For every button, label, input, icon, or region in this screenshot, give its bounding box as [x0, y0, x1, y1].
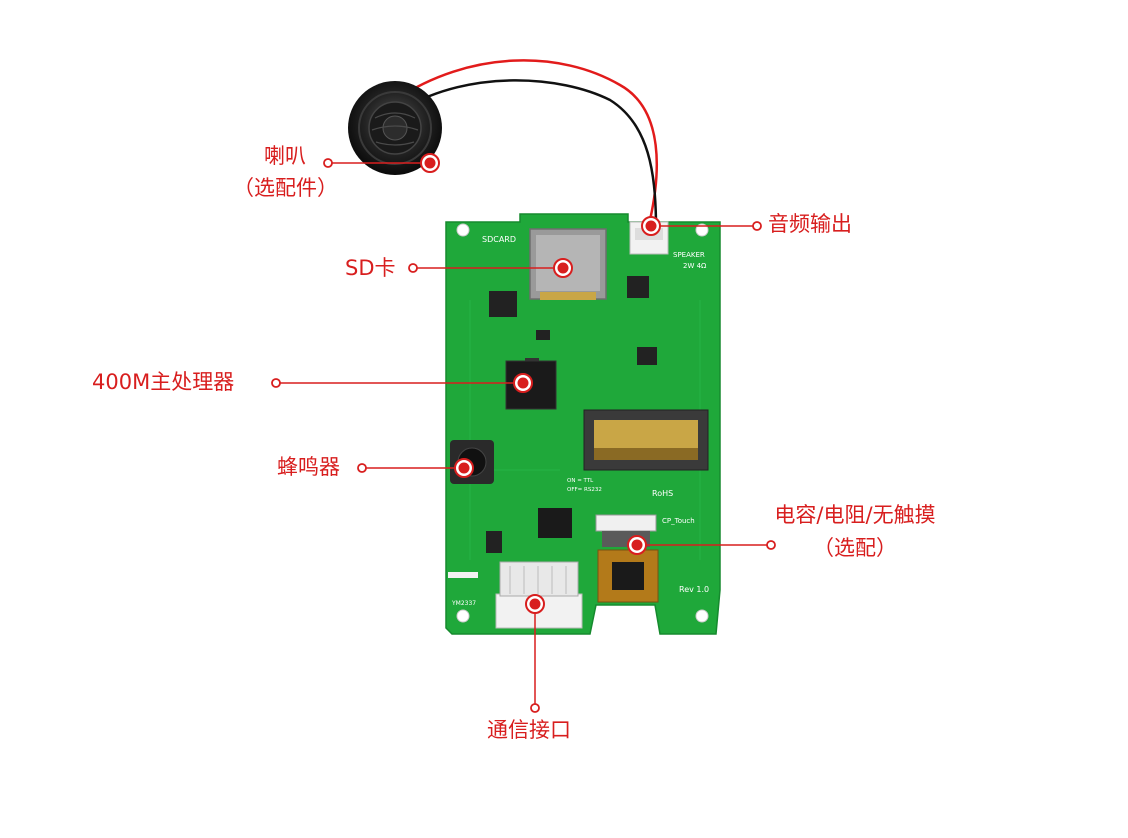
label-speaker-optional: （选配件） — [233, 176, 338, 200]
label-comm-interface: 通信接口 — [487, 718, 571, 742]
silk-cp-touch: CP_Touch — [662, 517, 695, 525]
silkscreen: SDCARD SPEAKER 2W 4Ω ON = TTL OFF= RS232… — [451, 235, 709, 607]
label-sd-card: SD卡 — [345, 256, 396, 280]
speaker — [348, 81, 442, 175]
silk-speaker-spec: 2W 4Ω — [683, 262, 707, 270]
silk-rohs: RoHS — [652, 489, 673, 498]
silk-off-rs232: OFF= RS232 — [567, 487, 602, 493]
speaker-wires — [394, 59, 659, 221]
silk-rev: Rev 1.0 — [679, 585, 709, 594]
leader-lines — [278, 162, 770, 706]
silk-speaker: SPEAKER — [673, 251, 705, 259]
sd-card-slot — [529, 228, 607, 300]
silk-on-ttl: ON = TTL — [567, 478, 594, 484]
label-buzzer: 蜂鸣器 — [277, 455, 340, 479]
silk-sdcard: SDCARD — [482, 235, 516, 244]
silk-model: YM2337 — [451, 600, 476, 607]
label-audio-output: 音频输出 — [768, 212, 852, 236]
touch-connector — [595, 514, 657, 547]
markers — [271, 153, 776, 713]
label-processor: 400M主处理器 — [92, 370, 235, 394]
label-touch-optional: （选配） — [813, 536, 897, 560]
label-touch: 电容/电阻/无触摸 — [774, 503, 936, 527]
label-speaker: 喇叭 — [264, 144, 306, 168]
lcd-connector — [583, 409, 709, 471]
